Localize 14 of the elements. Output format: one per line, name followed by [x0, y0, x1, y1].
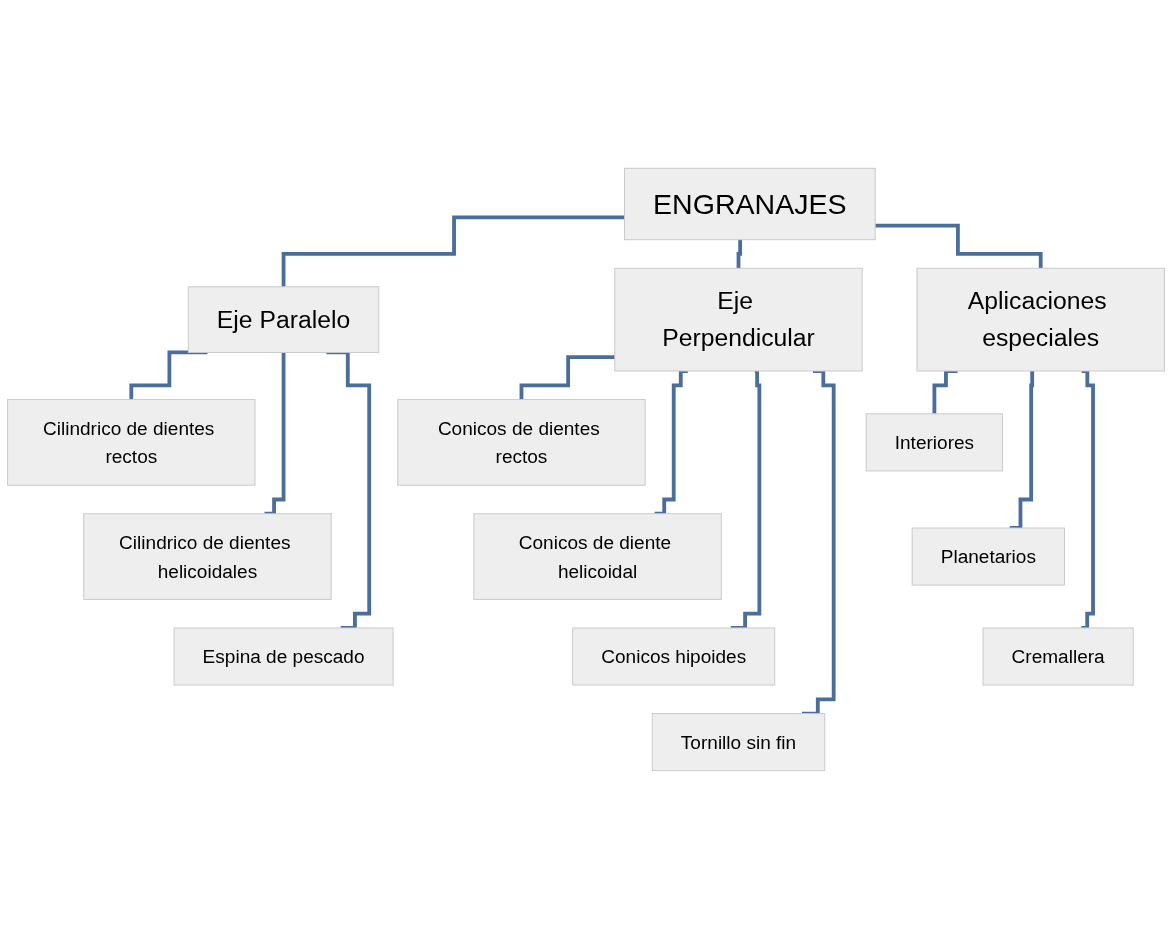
node-box: Conicos hipoides [572, 627, 776, 686]
node-box: Tornillo sin fin [651, 713, 826, 772]
node-box: Conicos de dientes rectos [397, 399, 646, 486]
node-box: Cremallera [982, 627, 1134, 686]
node-box: Planetarios [911, 527, 1065, 586]
node-box: Cilindrico de dientes rectos [7, 399, 256, 486]
node-box: Eje Perpendicular [614, 267, 863, 372]
node-box: Conicos de diente helicoidal [473, 513, 722, 600]
node-box: ENGRANAJES [624, 167, 876, 241]
node-box: Cilindrico de dientes helicoidales [83, 513, 332, 600]
node-box: Eje Paralelo [187, 286, 380, 353]
node-box: Aplicaciones especiales [916, 267, 1165, 372]
node-box: Espina de pescado [173, 627, 394, 686]
node-box: Interiores [865, 413, 1004, 472]
